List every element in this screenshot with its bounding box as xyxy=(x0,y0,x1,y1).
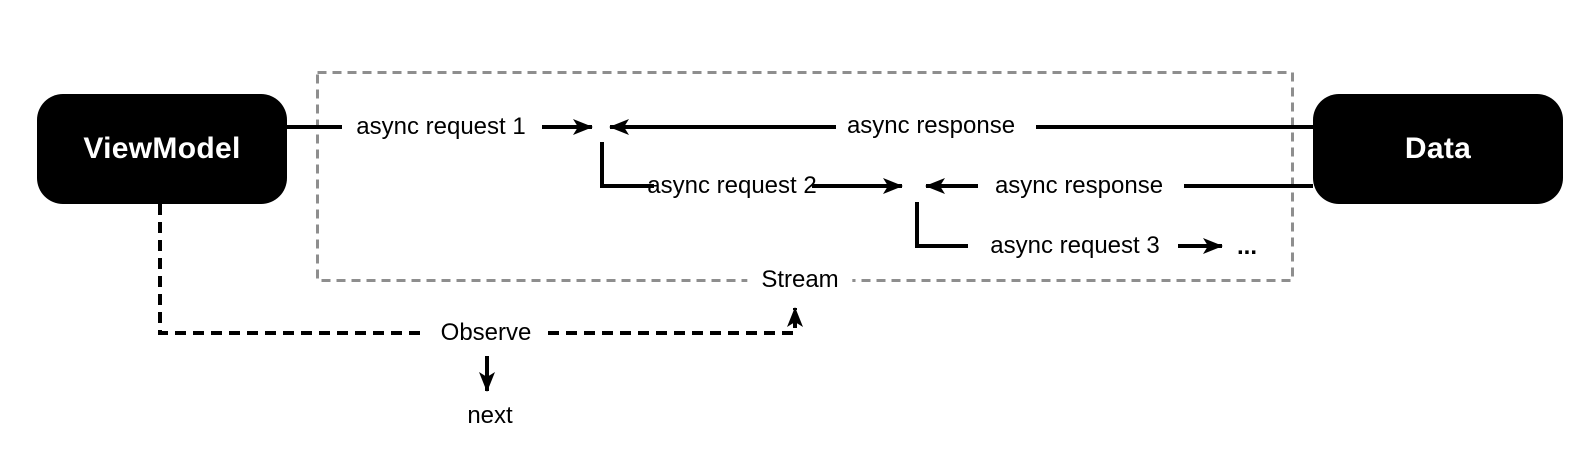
stream-label: Stream xyxy=(747,266,853,294)
async-request-3-label: async request 3 xyxy=(990,232,1160,259)
data-node: Data xyxy=(1313,94,1563,204)
async-response-1-label: async response xyxy=(846,112,1016,139)
viewmodel-node: ViewModel xyxy=(37,94,287,204)
data-node-label: Data xyxy=(1404,132,1472,165)
elbow-junction2-to-request3 xyxy=(915,202,968,248)
elbow-junction1-to-request2 xyxy=(600,142,654,188)
dashed-viewmodel-to-observe xyxy=(158,204,424,335)
async-response-2-label: async response xyxy=(994,172,1164,199)
continuation-ellipsis: ... xyxy=(1236,233,1258,260)
observe-label: Observe xyxy=(440,319,532,346)
async-request-2-label: async request 2 xyxy=(647,172,817,199)
viewmodel-node-label: ViewModel xyxy=(83,132,241,165)
async-request-1-label: async request 1 xyxy=(356,113,526,140)
next-label: next xyxy=(467,402,513,429)
dashed-observe-to-stream-arrow xyxy=(548,307,803,335)
